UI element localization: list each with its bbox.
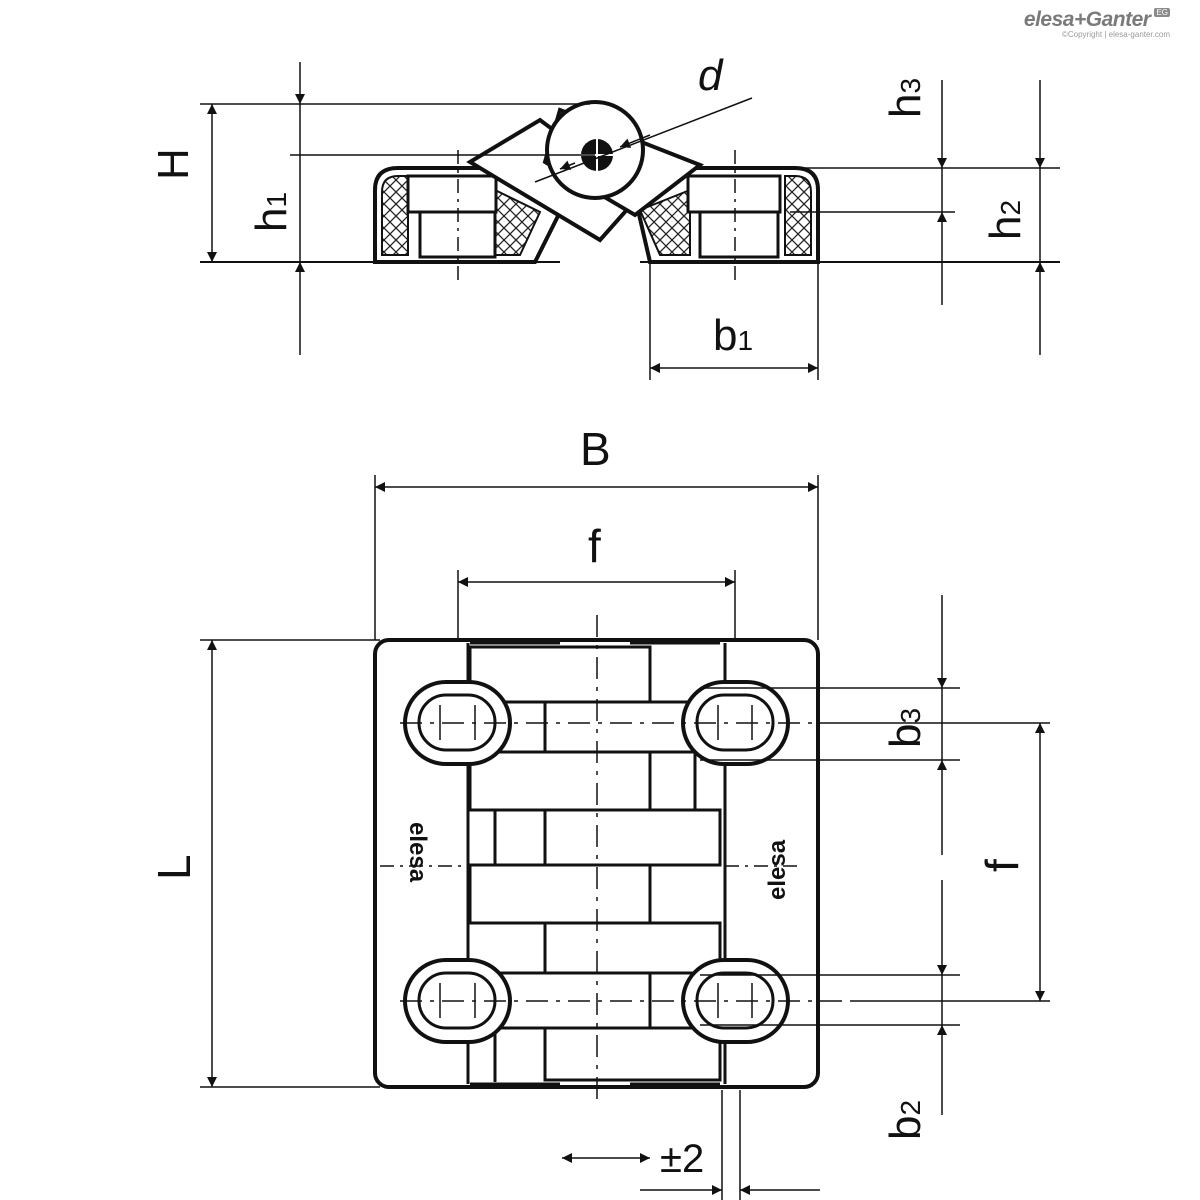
slot-top-right xyxy=(681,680,790,766)
copyright-text: ©Copyright | elesa-ganter.com xyxy=(1061,30,1170,39)
knuckle-1 xyxy=(468,645,652,704)
knuckle-8 xyxy=(543,1026,722,1082)
label-h1: h1 xyxy=(247,192,296,232)
label-h2: h2 xyxy=(981,200,1030,240)
knuckle-3 xyxy=(468,750,652,812)
label-f-side: f xyxy=(976,859,1028,872)
label-b3: b3 xyxy=(881,708,930,748)
left-bore-top xyxy=(406,174,498,214)
brand-mark-right: elesa xyxy=(764,839,791,900)
right-bore-top xyxy=(686,174,782,214)
label-d: d xyxy=(698,51,724,100)
knuckle-6 xyxy=(543,921,722,975)
knuckle-5 xyxy=(468,863,652,925)
left-hatch-outer xyxy=(381,175,409,256)
label-b1: b1 xyxy=(713,311,753,360)
front-view xyxy=(200,475,1050,1200)
label-f-top: f xyxy=(588,520,601,572)
label-L: L xyxy=(148,854,200,880)
label-B: B xyxy=(580,423,611,475)
right-bore-bottom xyxy=(698,210,780,259)
label-h3: h3 xyxy=(881,78,930,118)
label-tolerance: ±2 xyxy=(660,1137,704,1181)
brand-mark-left: elesa xyxy=(404,822,431,883)
label-H: H xyxy=(149,148,198,180)
right-hatch-outer xyxy=(784,175,812,256)
brand-tag: EG xyxy=(1154,8,1170,17)
side-view xyxy=(200,62,1060,380)
knuckle-4 xyxy=(543,808,722,867)
right-hatch-inner xyxy=(638,188,691,256)
label-b2: b2 xyxy=(881,1100,930,1140)
brand-name: elesa+Ganter xyxy=(1023,8,1151,31)
